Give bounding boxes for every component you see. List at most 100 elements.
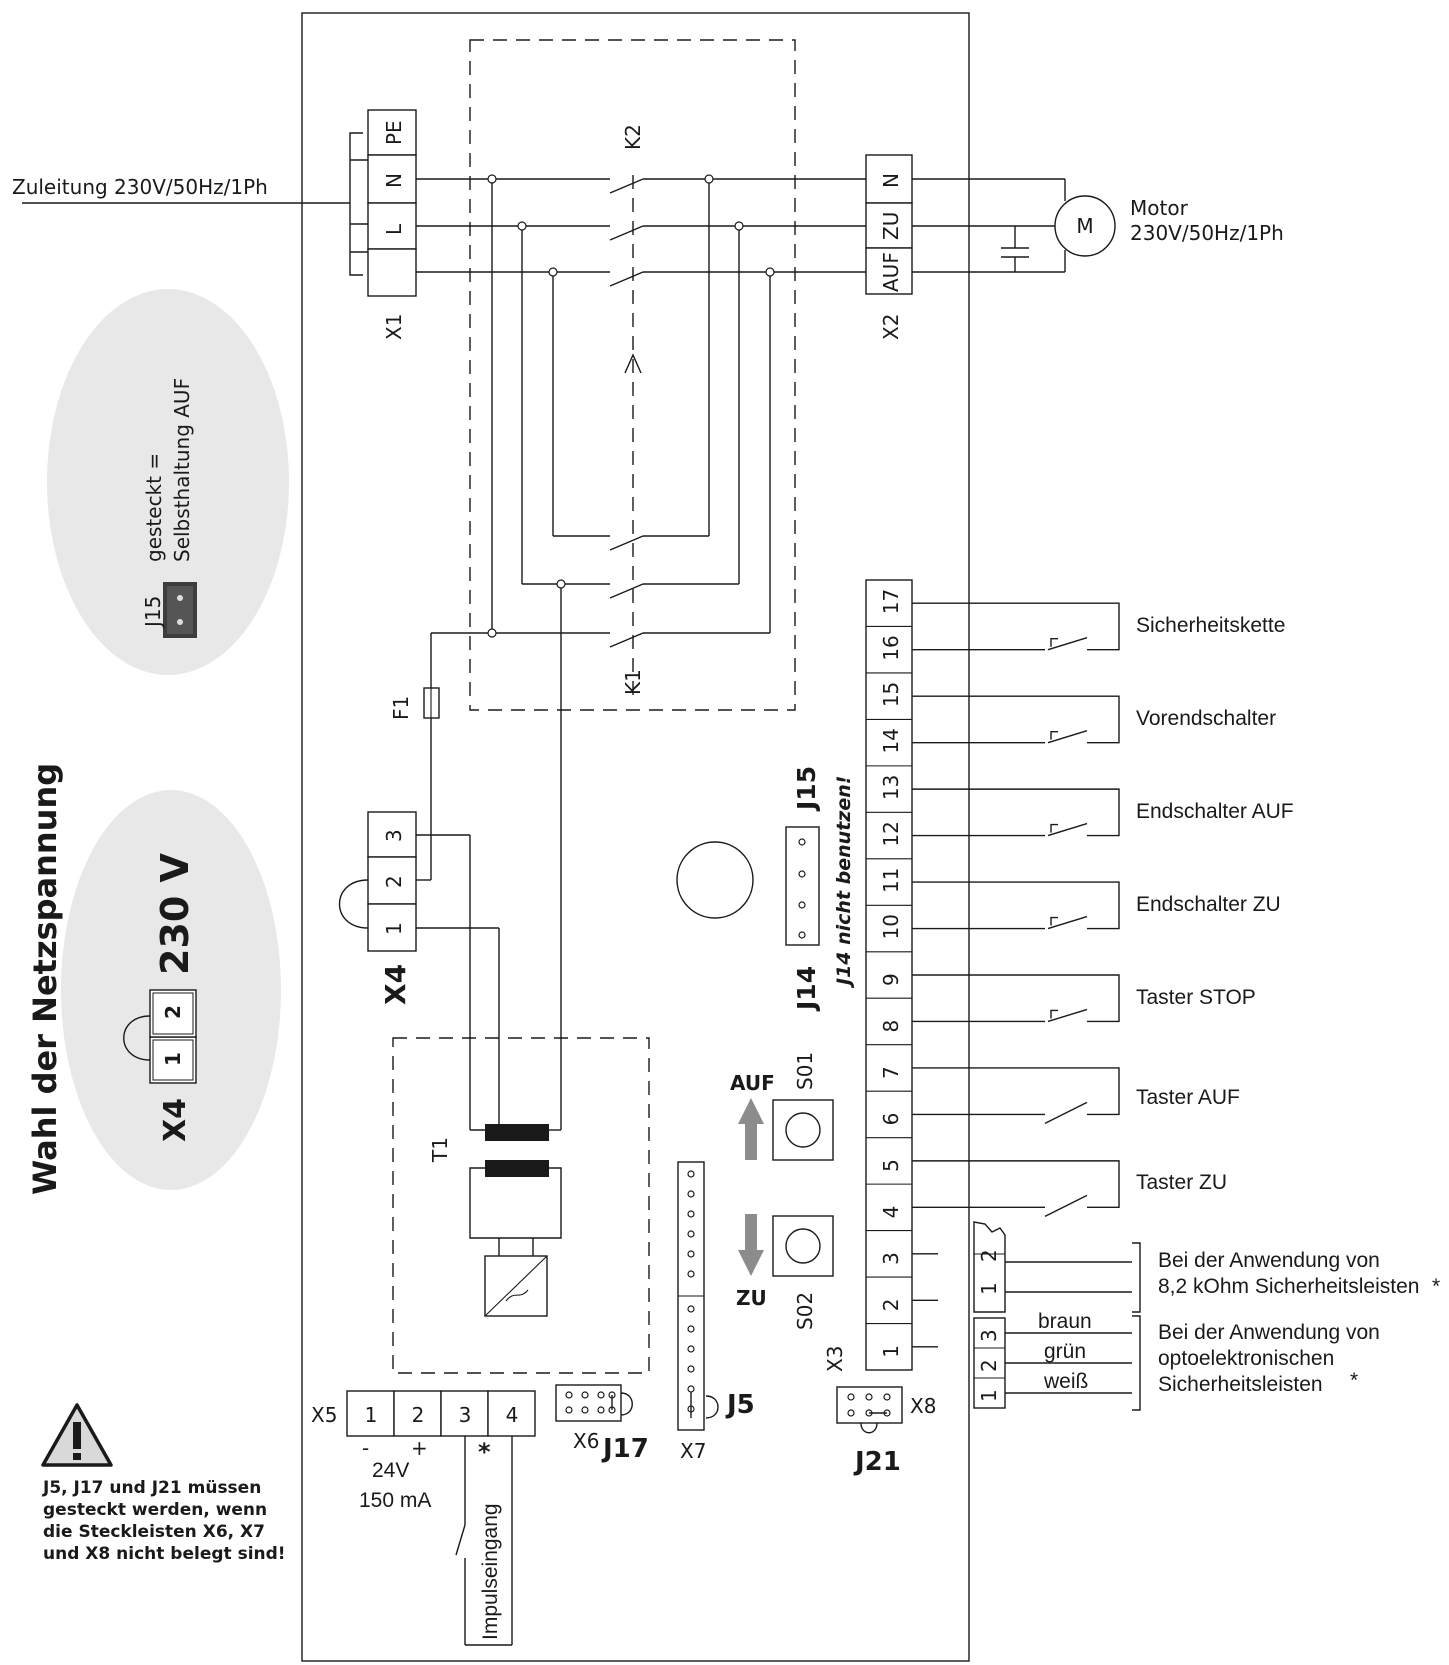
x7-pin <box>687 1270 695 1278</box>
x4-pin-2: 2 <box>382 875 406 888</box>
x2-terminal <box>865 154 913 295</box>
edge-opto-pin-3: 3 <box>977 1329 1001 1342</box>
impulse-label: Impulseingang <box>479 1503 502 1640</box>
motor-spec: 230V/50Hz/1Ph <box>1130 221 1284 245</box>
motor-wiring <box>912 178 1066 273</box>
x7-pin <box>687 1250 695 1258</box>
x3-pin-16: 16 <box>879 635 903 660</box>
input-switch-5 <box>912 974 1120 1023</box>
j15-label: J15 <box>792 766 821 812</box>
x7-pin <box>687 1305 695 1313</box>
j15-info-line2: Selbsthaltung AUF <box>170 378 194 562</box>
j15-info-jumper-label: J15 <box>141 596 165 629</box>
motor-title: Motor <box>1130 196 1189 220</box>
k1-label: K1 <box>621 669 645 695</box>
transformer-primary-wiring <box>416 834 561 1131</box>
input-vorendschalter: Vorendschalter <box>1136 707 1276 730</box>
x2-pin-zu: ZU <box>879 212 903 240</box>
x3-pin-15: 15 <box>879 682 903 707</box>
x3-pin-11: 11 <box>879 868 903 893</box>
k1-contacts <box>431 535 770 648</box>
wire-weiss: weiß <box>1043 1370 1088 1393</box>
edge-opto-line2: optoelektronischen <box>1158 1347 1334 1370</box>
edge-opto-star: * <box>1350 1369 1358 1392</box>
x3-pin-4: 4 <box>879 1206 903 1219</box>
button-s02-label: S02 <box>793 1292 817 1330</box>
voltage-panel-jumper-label: X4 <box>158 1098 193 1142</box>
x7-pin <box>687 1325 695 1333</box>
x6-header <box>555 1384 633 1422</box>
j21-label: J21 <box>853 1447 901 1477</box>
j5-label: J5 <box>725 1390 755 1420</box>
j15-info-jumper <box>163 582 197 638</box>
k2-contacts <box>609 175 644 700</box>
edge-82-pin-1: 1 <box>977 1282 1001 1295</box>
x8-header <box>836 1386 903 1434</box>
transformer-t1 <box>469 1124 562 1317</box>
button-zu-label: ZU <box>736 1286 767 1310</box>
x3-pin-7: 7 <box>879 1066 903 1079</box>
warning-line3: die Steckleisten X6, X7 <box>43 1522 265 1542</box>
input-switch-4 <box>912 881 1120 930</box>
x3-pin-5: 5 <box>879 1159 903 1172</box>
x7-pin <box>687 1345 695 1353</box>
x2-label: X2 <box>879 314 903 340</box>
x4-label: X4 <box>379 964 412 1005</box>
input-taster-zu: Taster ZU <box>1136 1171 1227 1194</box>
button-s01-cap[interactable] <box>785 1112 821 1148</box>
j15-info-panel <box>47 289 289 675</box>
x4-pin-1: 1 <box>382 922 406 935</box>
input-switch-2 <box>912 695 1120 744</box>
x5-pin-3: 3 <box>459 1403 472 1427</box>
x7-pin <box>687 1190 695 1198</box>
x5-plus: + <box>411 1436 428 1460</box>
x3-pin-10: 10 <box>879 914 903 939</box>
k2-label: K2 <box>621 124 645 150</box>
j14-j15-header <box>785 826 820 946</box>
edge-opto-pin-2: 2 <box>977 1359 1001 1372</box>
input-switch-1 <box>912 602 1120 651</box>
x7-pin <box>687 1385 695 1393</box>
warning-line1: J5, J17 und J21 müssen <box>42 1478 261 1498</box>
voltage-panel-title: Wahl der Netzspannung <box>26 763 64 1195</box>
x6-label: X6 <box>573 1429 599 1453</box>
input-switch-7 <box>912 1160 1120 1217</box>
edge-82-line2: 8,2 kOhm Sicherheitsleisten <box>1158 1275 1419 1298</box>
input-endschalter-auf: Endschalter AUF <box>1136 800 1294 823</box>
input-sicherheitskette: Sicherheitskette <box>1136 614 1285 637</box>
impulse-star: * <box>478 1438 491 1466</box>
warning-icon <box>41 1403 113 1467</box>
motor-symbol-letter: M <box>1076 214 1093 238</box>
x7-header <box>677 1161 705 1431</box>
motor-symbol <box>1054 195 1116 257</box>
edge-82-line1: Bei der Anwendung von <box>1158 1249 1380 1272</box>
junction-dots <box>487 174 775 638</box>
button-s02[interactable] <box>772 1215 834 1277</box>
voltage-panel-pin1: 1 <box>161 1052 185 1066</box>
input-switch-6 <box>912 1067 1120 1125</box>
feed-label: Zuleitung 230V/50Hz/1Ph <box>12 175 268 199</box>
wire-braun: braun <box>1038 1310 1092 1333</box>
x5-label: X5 <box>311 1403 337 1427</box>
transformer-area <box>392 1037 650 1374</box>
j14-label: J14 <box>792 966 821 1012</box>
button-s01-label: S01 <box>793 1052 817 1090</box>
feed-bracket <box>349 132 363 276</box>
x2-pin-auf: AUF <box>879 252 903 292</box>
x5-minus: - <box>362 1436 369 1460</box>
x3-pin-2: 2 <box>879 1299 903 1312</box>
x5-pin-1: 1 <box>365 1403 378 1427</box>
x8-label: X8 <box>910 1394 936 1418</box>
edge-opto-line1: Bei der Anwendung von <box>1158 1321 1380 1344</box>
x7-pin <box>687 1365 695 1373</box>
x1-pin-n: N <box>382 173 406 188</box>
button-auf-label: AUF <box>730 1071 775 1095</box>
x1-pin-l: L <box>382 223 406 235</box>
edge-opto-line3: Sicherheitsleisten <box>1158 1373 1323 1396</box>
button-s02-cap[interactable] <box>785 1228 821 1264</box>
edge-82-star: * <box>1432 1275 1440 1298</box>
edge-opto-connector <box>973 1315 1141 1411</box>
x7-pin <box>687 1170 695 1178</box>
fuse-label: F1 <box>389 696 413 720</box>
x7-label: X7 <box>680 1439 706 1463</box>
